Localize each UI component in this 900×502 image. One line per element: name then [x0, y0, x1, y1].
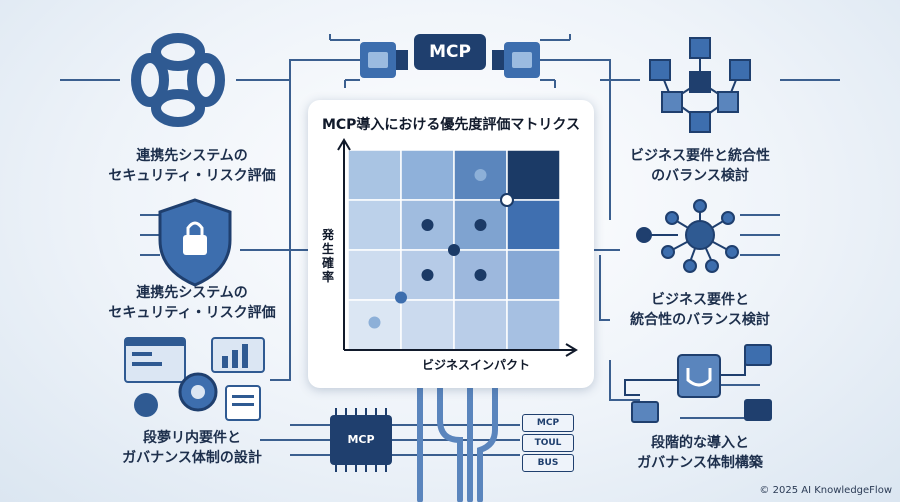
- hub-network-icon: [636, 199, 739, 273]
- matrix-cell: [506, 249, 561, 301]
- documents-gear-icon: [124, 337, 265, 421]
- matrix-cell: [347, 199, 402, 251]
- caption-left-mid: 連携先システムの セキュリティ・リスク評価: [108, 285, 276, 321]
- matrix-cell: [453, 299, 508, 351]
- chain-link-icon: [131, 33, 225, 127]
- mcp-chip-label: MCP: [347, 433, 375, 446]
- folder-flow-icon: [624, 344, 772, 423]
- matrix-point: [474, 219, 487, 231]
- caption-right-top: ビジネス要件と統合性 のバランス検討: [630, 148, 770, 184]
- matrix-cell: [400, 299, 455, 351]
- bus-tag: BUS: [522, 454, 574, 472]
- y-axis-arrow: [337, 138, 351, 151]
- caption-left-top: 連携先システムの セキュリティ・リスク評価: [108, 148, 276, 184]
- matrix-point: [421, 219, 434, 231]
- matrix-title: MCP導入における優先度評価マトリクス: [321, 117, 581, 133]
- matrix-cell: [347, 149, 402, 201]
- caption-left-bottom: 段夢リ内要件と ガバナンス体制の設計: [122, 430, 262, 466]
- matrix-point: [395, 291, 407, 304]
- y-axis-label: 発生確率: [321, 228, 334, 284]
- mcp-chip-icon: [330, 408, 392, 472]
- matrix-point: [500, 193, 514, 207]
- plug-left-icon: [360, 42, 408, 78]
- x-axis-arrow: [565, 343, 578, 357]
- matrix-cell: [506, 199, 561, 251]
- matrix-cell: [400, 149, 455, 201]
- matrix-cell: [506, 299, 561, 351]
- matrix-grid: [337, 138, 578, 357]
- caption-right-mid: ビジネス要件と 統合性のバランス検討: [630, 292, 770, 328]
- matrix-point: [368, 316, 381, 329]
- bus-tag: TOUL: [522, 434, 574, 452]
- bus-tag: MCP: [522, 414, 574, 432]
- matrix-point: [421, 269, 434, 281]
- caption-right-bottom: 段階的な導入と ガバナンス体制構築: [637, 435, 763, 471]
- mcp-hub-label: MCP: [414, 34, 486, 70]
- plug-right-icon: [492, 42, 540, 78]
- cube-network-icon: [649, 37, 751, 133]
- matrix-cell: [506, 149, 561, 201]
- matrix-point: [474, 169, 487, 181]
- matrix-cell: [347, 249, 402, 301]
- priority-matrix-panel: MCP導入における優先度評価マトリクス 発生確率 ビジネスインパクト: [308, 100, 594, 388]
- x-axis-label: ビジネスインパクト: [421, 358, 530, 372]
- copyright-text: © 2025 AI KnowledgeFlow: [759, 485, 892, 496]
- matrix-point: [448, 244, 460, 256]
- matrix-point: [474, 269, 487, 281]
- shield-lock-icon: [158, 198, 232, 287]
